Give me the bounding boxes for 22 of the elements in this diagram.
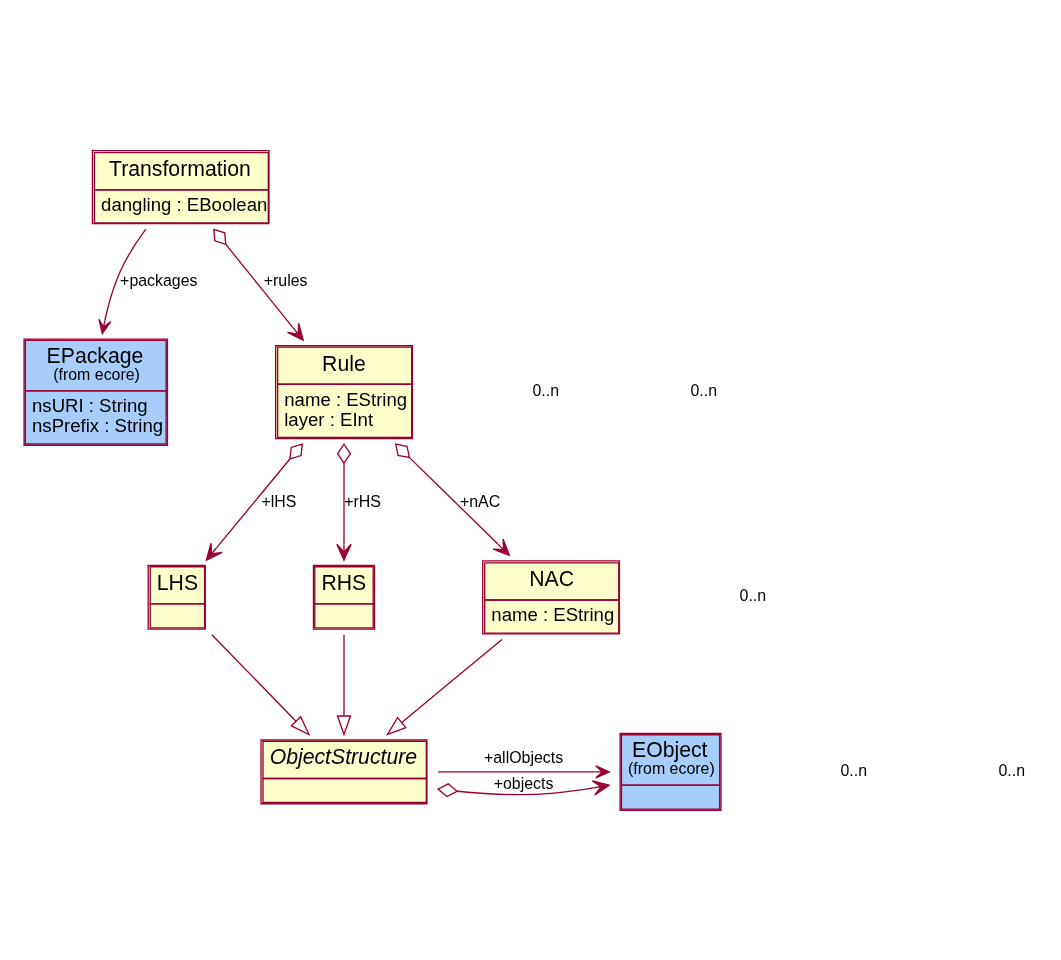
arrow [436,779,610,797]
label: 0..n [998,761,1025,779]
arrow [211,633,311,736]
arrow [213,228,304,341]
edge-label: +lHS [261,492,297,510]
arrow [437,764,610,779]
edge-label: +allObjects [483,748,564,766]
label: 0..n [840,761,868,779]
edge-label: +objects [493,774,554,792]
arrow [394,442,511,556]
edge-label: +rules [263,270,308,288]
arrow [205,442,303,561]
edge-label: +rHS [344,492,381,510]
label: 0..n [532,381,560,399]
label: 0..n [690,381,717,399]
edge-label: +nAC [459,492,501,510]
arrow [336,633,352,737]
arrow [98,228,147,334]
arrow [385,638,503,736]
edge-label: +packages [120,270,198,288]
label: 0..n [739,586,767,604]
arrow [336,442,352,561]
